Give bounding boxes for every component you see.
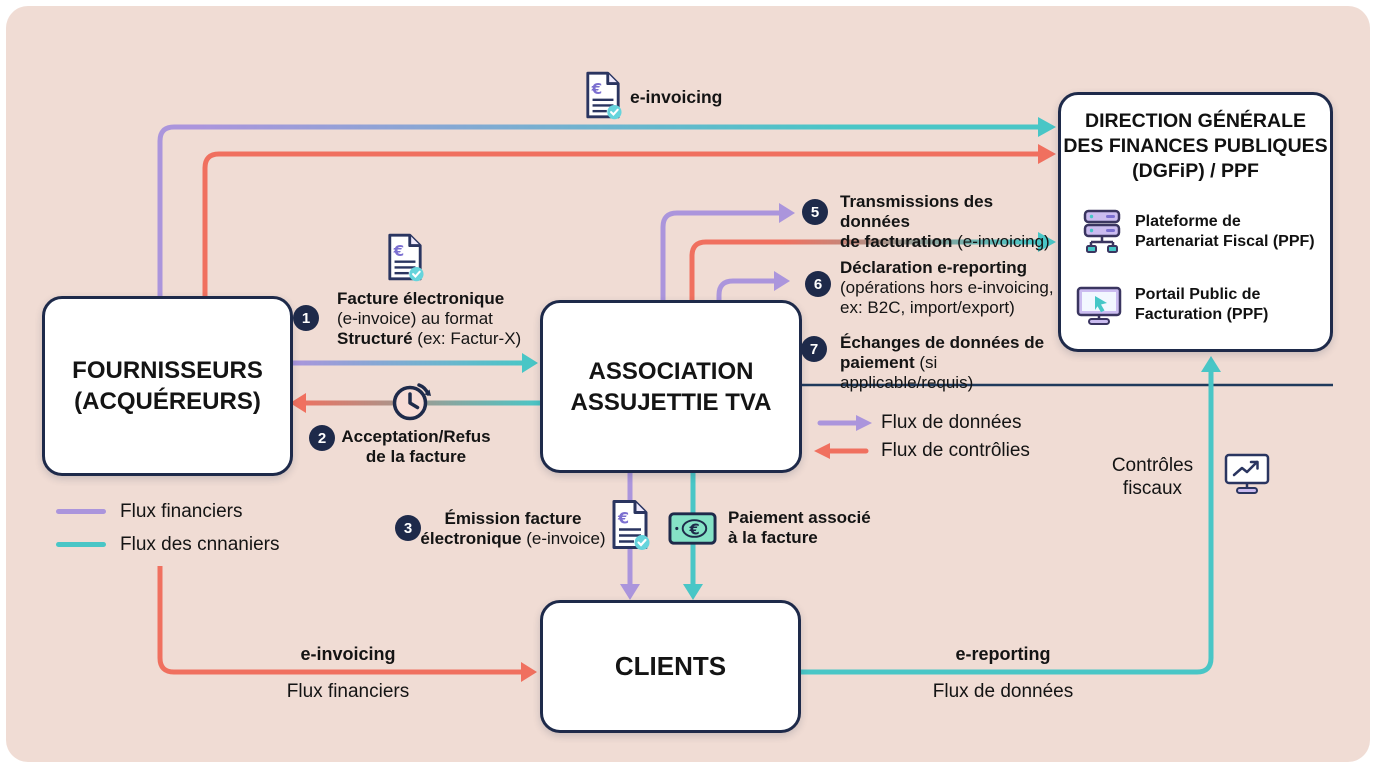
svg-text:€: € bbox=[689, 521, 700, 538]
dgfip-title-line3: (DGFiP) / PPF bbox=[1132, 160, 1259, 182]
legend-flux-cnnaniers: Flux des cnnaniers bbox=[120, 534, 280, 555]
arrowhead-einvoicing-clients bbox=[521, 662, 537, 682]
monitor-cursor-icon bbox=[1076, 286, 1122, 325]
step1-line2: (e-invoice) au format bbox=[337, 309, 493, 328]
step3-line2-bold: électronique bbox=[420, 529, 522, 548]
arrowhead-association-dgfip bbox=[1038, 232, 1056, 252]
payment-label: Paiement associé à la facture bbox=[728, 508, 888, 548]
step6-line1: Déclaration e-reporting bbox=[840, 258, 1028, 277]
step7-line2-bold: paiement bbox=[840, 353, 915, 372]
arrowhead-paiement-down bbox=[683, 584, 703, 600]
monitor-chart-icon bbox=[1224, 453, 1270, 494]
step6-number: 6 bbox=[805, 271, 831, 297]
svg-text:€: € bbox=[591, 80, 603, 98]
arrowhead-emission-down bbox=[620, 584, 640, 600]
arrow-association-to-dgfip bbox=[689, 239, 1038, 300]
svg-text:€: € bbox=[617, 509, 629, 528]
step3-line1: Émission facture bbox=[444, 509, 582, 528]
arrowhead-step6 bbox=[774, 271, 790, 291]
legend-arrowhead-controles bbox=[814, 443, 830, 459]
step5-label: Transmissions des données de facturation… bbox=[840, 192, 1065, 252]
step3-number: 3 bbox=[395, 515, 421, 541]
dgfip-title-line1: DIRECTION GÉNÉRALE bbox=[1084, 110, 1306, 132]
arrow-controls-fournisseurs-to-dgfip bbox=[202, 151, 1038, 296]
box-fournisseurs: FOURNISSEURS (ACQUÉREURS) bbox=[42, 296, 293, 476]
step7-line2-rest: (si applicable/requis) bbox=[840, 353, 974, 392]
dgfip-item-ppf-plateforme: Plateforme de Partenariat Fiscal (PPF) bbox=[1135, 212, 1315, 251]
step7-line1: Échanges de données de bbox=[840, 333, 1045, 352]
bottom-right-ereporting-label: e-reporting bbox=[955, 644, 1051, 664]
step5-line2-bold: de facturation bbox=[840, 232, 953, 251]
top-einvoicing-label: e-invoicing bbox=[630, 87, 723, 107]
legend-flux-donnees: Flux de données bbox=[881, 412, 1022, 433]
ppf-plateforme-line1: Plateforme de bbox=[1135, 213, 1241, 230]
payment-line2: à la facture bbox=[728, 528, 818, 547]
step2-label: Acceptation/Refus de la facture bbox=[336, 427, 496, 467]
step1-label: Facture électronique (e-invoice) au form… bbox=[337, 289, 527, 349]
bottom-left-flux-financiers-label: Flux financiers bbox=[286, 681, 410, 702]
step3-label: Émission facture électronique (e-invoice… bbox=[420, 509, 606, 549]
arrow-step6-declaration bbox=[716, 278, 774, 300]
arrowhead-step5 bbox=[779, 203, 795, 223]
arrowhead-einvoicing-top bbox=[1038, 117, 1056, 137]
legend-flux-controles: Flux de contrôlies bbox=[881, 440, 1030, 461]
bottom-left-einvoicing-label: e-invoicing bbox=[300, 644, 396, 664]
clients-title: CLIENTS bbox=[614, 651, 727, 681]
step2-line2: de la facture bbox=[365, 447, 467, 466]
arrow-einvoicing-to-clients bbox=[157, 566, 521, 675]
controles-fiscaux-label: Contrôles fiscaux bbox=[1100, 454, 1205, 500]
fournisseurs-title-line2: (ACQUÉREURS) bbox=[74, 388, 261, 415]
legend-flux-financiers: Flux financiers bbox=[120, 501, 243, 522]
controles-line1: Contrôles bbox=[1111, 455, 1194, 476]
banknote-icon: € bbox=[668, 512, 717, 545]
step6-line3: ex: B2C, import/export) bbox=[840, 298, 1015, 317]
step2-line1: Acceptation/Refus bbox=[341, 427, 491, 446]
step5-line2-rest: (e-invoicing) bbox=[952, 232, 1050, 251]
fournisseurs-title-line1: FOURNISSEURS bbox=[72, 357, 263, 384]
association-title-line2: ASSUJETTIE TVA bbox=[570, 388, 772, 416]
association-title-line1: ASSOCIATION bbox=[588, 357, 754, 385]
step7-label: Échanges de données de paiement (si appl… bbox=[840, 333, 1065, 393]
arrowhead-controls-top bbox=[1038, 144, 1056, 164]
step6-label: Déclaration e-reporting (opérations hors… bbox=[840, 258, 1065, 318]
step1-number: 1 bbox=[293, 305, 319, 331]
dgfip-item-ppf-portail: Portail Public de Facturation (PPF) bbox=[1135, 285, 1268, 324]
bottom-right-flux-donnees-label: Flux de données bbox=[932, 681, 1074, 702]
arrowhead-step2 bbox=[290, 393, 306, 413]
step1-line3-bold: Structuré bbox=[337, 329, 413, 348]
legend-arrowhead-donnees bbox=[856, 415, 872, 431]
clock-icon bbox=[392, 383, 431, 421]
server-icon bbox=[1083, 209, 1121, 253]
arrow-einvoicing-fournisseurs-to-dgfip bbox=[157, 124, 1038, 296]
ppf-portail-line2: Facturation (PPF) bbox=[1135, 305, 1269, 323]
arrow-step5-transmissions bbox=[660, 210, 779, 300]
arrow-ereporting-clients-to-dgfip bbox=[795, 372, 1214, 675]
invoice-icon: € bbox=[612, 500, 650, 550]
ppf-plateforme-line2: Partenariat Fiscal (PPF) bbox=[1135, 232, 1315, 250]
step1-line1: Facture électronique bbox=[337, 289, 505, 308]
step6-line2: (opérations hors e-invoicing, bbox=[840, 278, 1054, 297]
dgfip-title-line2: DES FINANCES PUBLIQUES bbox=[1063, 135, 1328, 157]
svg-text:€: € bbox=[393, 242, 405, 260]
step1-line3-rest: (ex: Factur-X) bbox=[412, 329, 522, 348]
legend-swatch-flux-financiers bbox=[56, 509, 106, 514]
legend-swatch-flux-cnnaniers bbox=[56, 542, 106, 547]
invoice-icon: € bbox=[586, 71, 622, 120]
invoice-icon: € bbox=[388, 233, 424, 282]
step7-number: 7 bbox=[801, 336, 827, 362]
controles-line2: fiscaux bbox=[1122, 478, 1183, 499]
payment-line1: Paiement associé bbox=[728, 508, 871, 527]
box-association: ASSOCIATION ASSUJETTIE TVA bbox=[540, 300, 802, 473]
arrowhead-ereporting-up bbox=[1201, 356, 1221, 372]
box-clients: CLIENTS bbox=[540, 600, 801, 733]
arrowhead-step1 bbox=[522, 353, 538, 373]
step5-number: 5 bbox=[802, 199, 828, 225]
step2-number: 2 bbox=[309, 425, 335, 451]
ppf-portail-line1: Portail Public de bbox=[1135, 286, 1261, 303]
step5-line1: Transmissions des données bbox=[840, 192, 994, 231]
step3-line2-rest: (e-invoice) bbox=[521, 529, 606, 548]
